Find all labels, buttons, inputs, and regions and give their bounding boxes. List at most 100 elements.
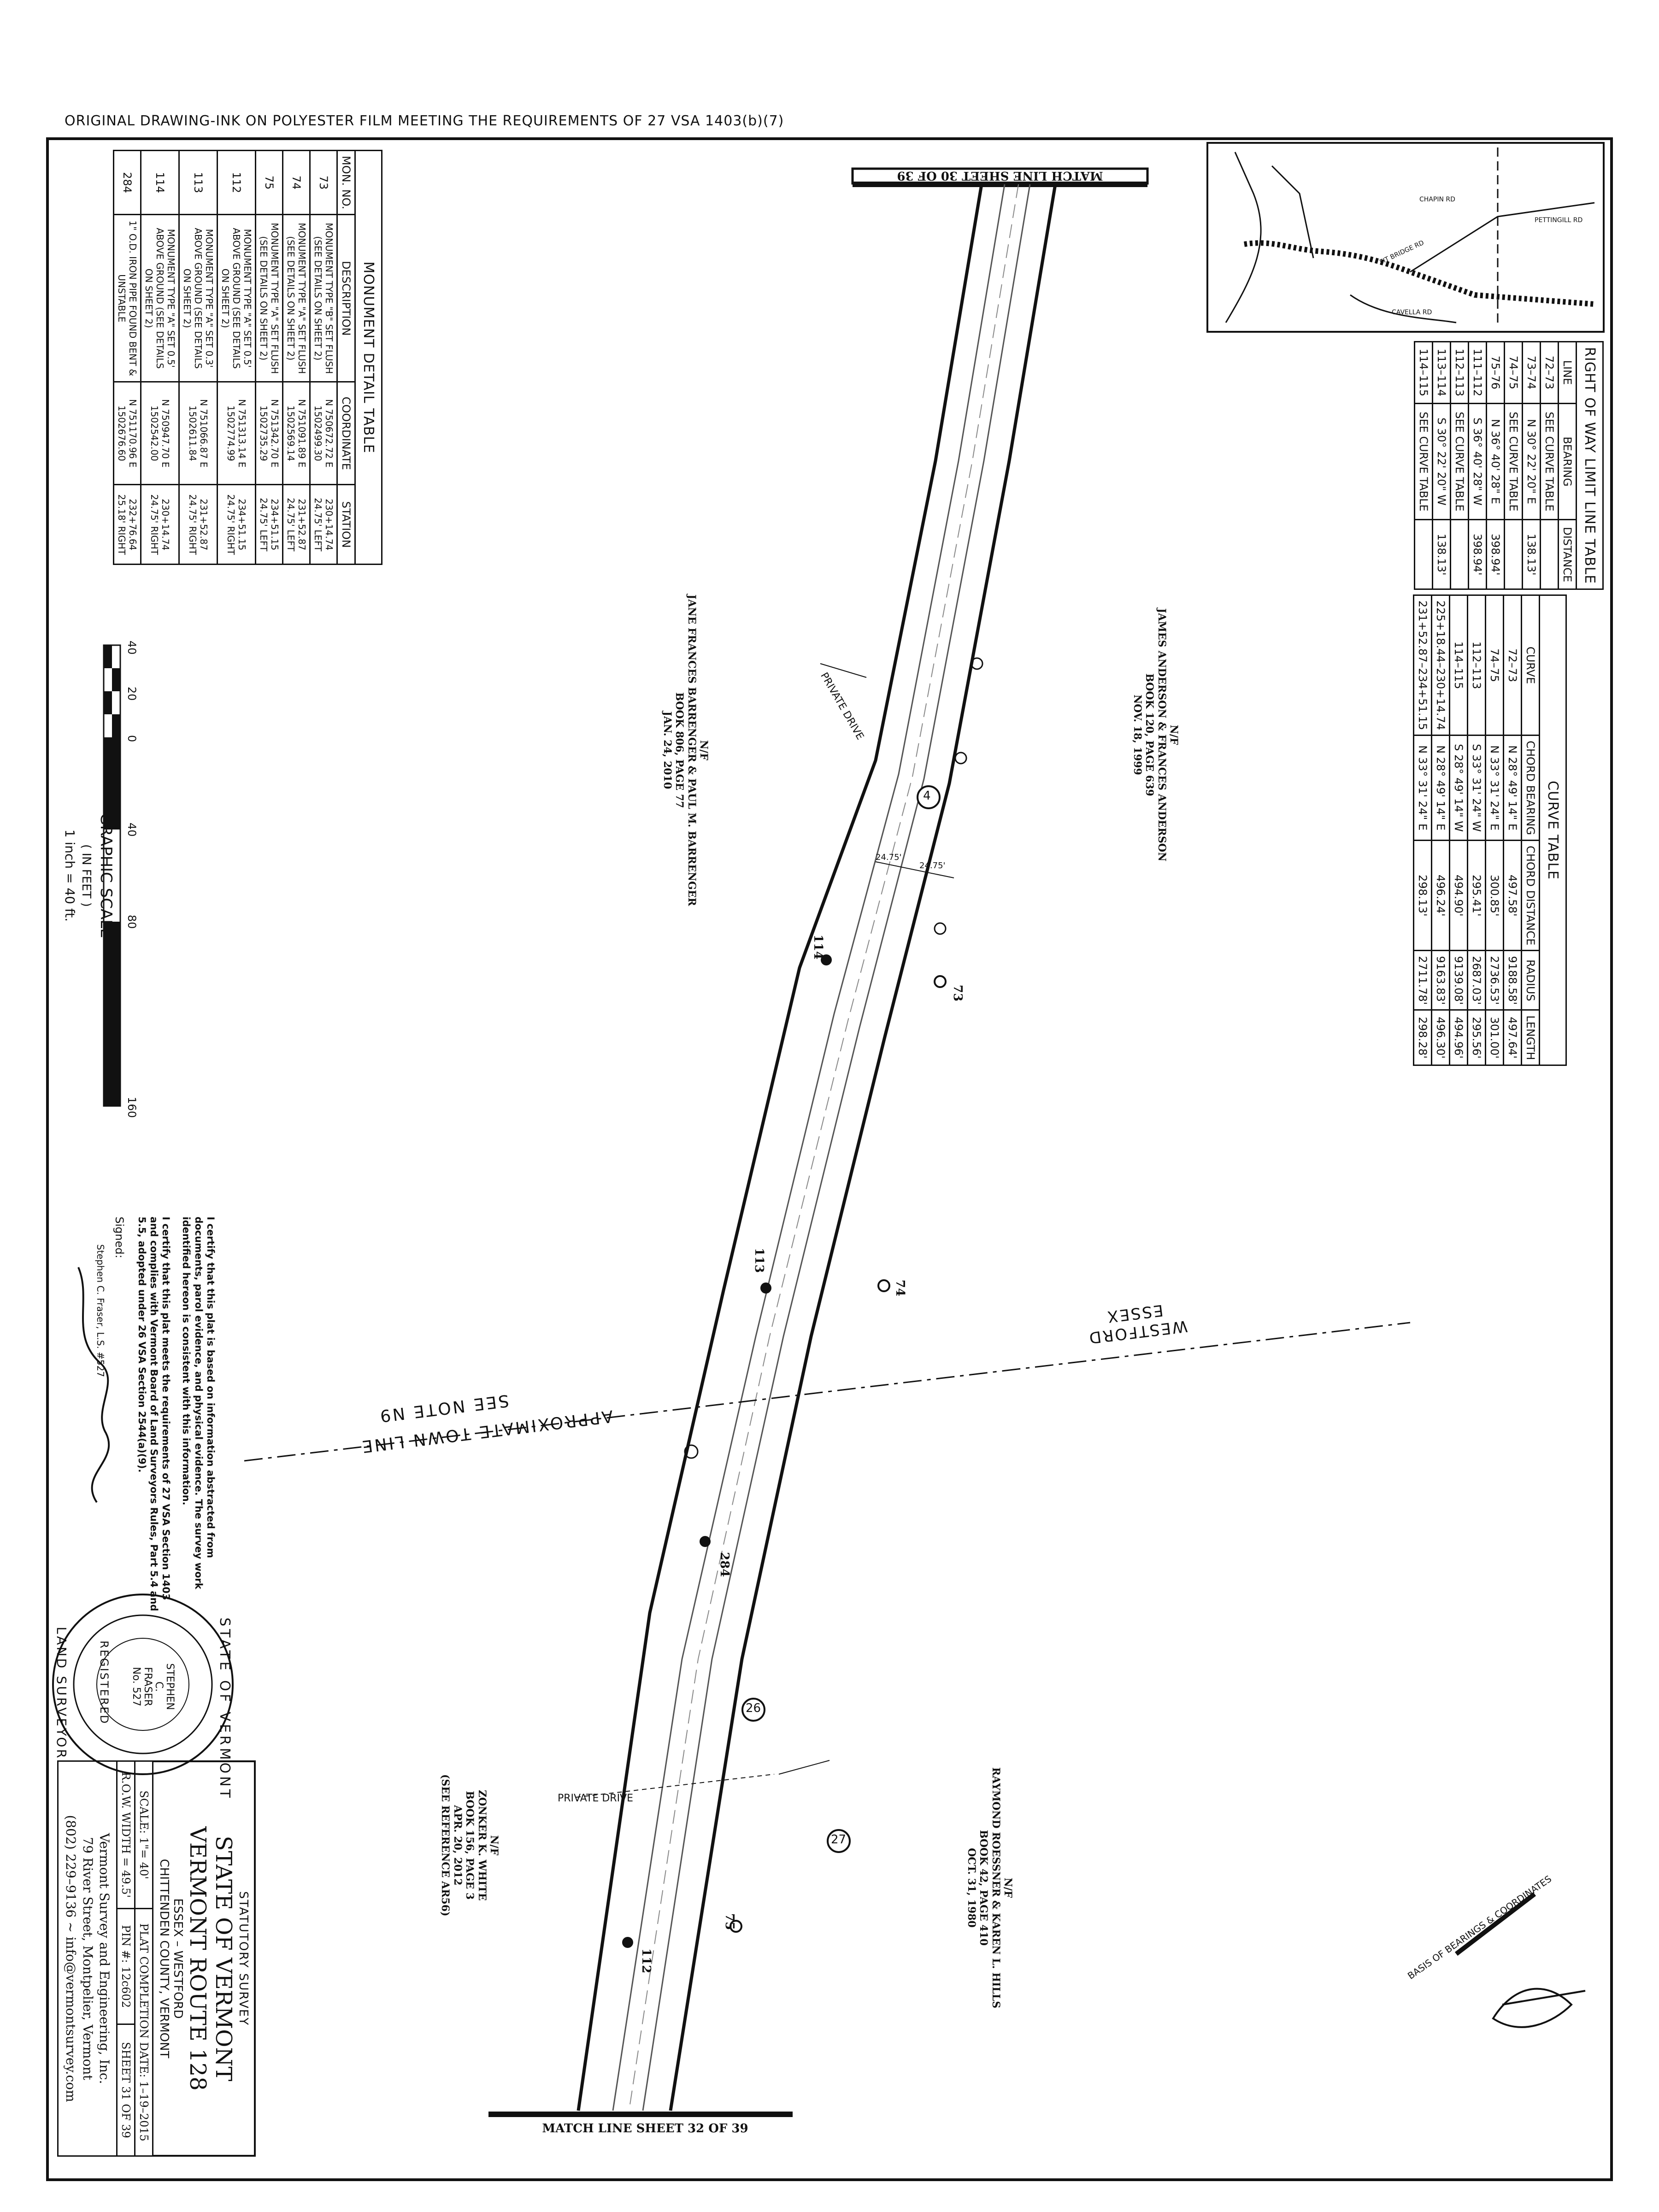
cell: 232+76.64 25.18' RIGHT [113,484,141,565]
centerline [629,184,1019,2111]
seal-ring-bottom: LAND SURVEYOR [54,1627,69,1760]
owner-line: JAMES ANDERSON & FRANCES ANDERSON [1155,608,1168,862]
cell: MONUMENT TYPE "B" SET FLUSH (SEE DETAILS… [310,214,337,382]
mon-header-no: MON. NO. [337,150,355,215]
county: CHITTENDEN COUNTY, VERMONT [157,1859,171,2059]
cell: 300.85' [1485,840,1504,951]
row-limit-table: RIGHT OF WAY LIMIT LINE TABLE LINE BEARI… [1414,341,1604,590]
owner-barrenger: N/F JANE FRANCES BARRENGER & PAUL M. BAR… [661,594,710,906]
cell: SEE CURVE TABLE [1504,403,1523,520]
cell: 497.58' [1503,840,1522,951]
graphic-scale-bar [103,644,121,1107]
cell: N 751066.87 E 1502611.84 [179,382,218,485]
owner-line: APR. 20, 2012 [451,1805,464,1886]
owner-line: N/F [1002,1877,1014,1898]
monument-114-marker [821,954,832,965]
private-drive-label-south: PRIVATE DRIVE [558,1793,634,1804]
seal-line: STEPHEN [164,1663,176,1710]
owner-line: N/F [1168,724,1180,745]
scale-tick: 80 [125,915,138,929]
cell: S 36° 40' 28" W [1468,403,1487,520]
circle-label-27: 27 [831,1833,847,1847]
curve-header-length: LENGTH [1521,1010,1540,1065]
scale-cell: SCALE: 1"= 40' [135,1761,153,1909]
cell: N 751342.70 E 1502735.29 [255,382,283,485]
monument-label-75: 75 [723,1913,737,1930]
cell: 231+52.87 24.75' RIGHT [179,484,218,565]
cell: 301.00' [1485,1010,1504,1065]
cell: SEE CURVE TABLE [1450,403,1469,520]
scale-tick: 0 [125,735,138,742]
cell: 230+14.74 24.75' LEFT [310,484,337,565]
locus-road-label: CHAPIN RD [1419,196,1455,203]
owner-line: N/F [488,1835,500,1856]
seal-center-text: STEPHEN C. FRASER No. 527 [130,1641,176,1733]
film-requirement-note: ORIGINAL DRAWING-INK ON POLYESTER FILM M… [65,113,784,129]
scale-tick: 20 [125,687,138,701]
cell: 298.28' [1413,1010,1432,1065]
cell: 138.13' [1432,519,1451,589]
cell: 1" O.D. IRON PIPE FOUND BENT & UNSTABLE [113,214,141,382]
cell: 494.96' [1449,1010,1468,1065]
circle-label-4: 4 [923,789,931,803]
route-title: VERMONT ROUTE 128 [185,1826,211,2091]
cell: 234+51.15 24.75' LEFT [255,484,283,565]
cell [1540,519,1559,589]
pavement-edge-1 [612,184,1006,2111]
monument-table-title: MONUMENT DETAIL TABLE [355,150,382,565]
width-label-right: 24.75' [919,861,946,871]
match-line-bottom-label: MATCH LINE SHEET 32 OF 39 [542,2122,748,2136]
cell: 114–115 [1414,341,1433,404]
owner-line: BOOK 120, PAGE 639 [1143,673,1156,796]
cell: 74–75 [1485,595,1504,735]
monument-detail-table: MONUMENT DETAIL TABLE MON. NO. DESCRIPTI… [113,150,382,565]
state-title: STATE OF VERMONT [211,1835,236,2082]
cell: 231+52.87 24.75' LEFT [282,484,310,565]
cell: 114–115 [1449,595,1468,735]
cell: 231+52.87–234+51.15 [1413,595,1432,735]
cell: 113–114 [1432,341,1451,404]
row-line-right [577,184,983,2111]
survey-type: STATUTORY SURVEY [236,1891,250,2026]
cell: 9139.08' [1449,950,1468,1010]
cell: 9188.58' [1503,950,1522,1010]
cell: 74 [282,150,310,215]
row-header-distance: DISTANCE [1558,519,1577,589]
owner-line: JAN. 24, 2010 [661,711,673,789]
owner-line: BOOK 156, PAGE 3 [464,1791,476,1900]
graphic-scale-unit: ( IN FEET ) [79,844,93,907]
cell: S 33° 31' 24" W [1467,735,1486,841]
seal-line: FRASER [141,1667,153,1706]
curve-header-curve: CURVE [1521,595,1540,735]
cell: SEE CURVE TABLE [1540,403,1559,520]
drawing-frame [46,137,1613,2181]
cell: 113 [179,150,218,215]
match-line-top-label: MATCH LINE SHEET 30 OF 39 [897,169,1103,182]
cell: 75 [255,150,283,215]
seal-line: No. 527 [130,1667,142,1706]
monument-74-marker [877,1279,890,1292]
town-line [244,1322,1411,1462]
cell: 138.13' [1522,519,1541,589]
graphic-scale-labels: 40 20 0 40 80 160 GRAPHIC SCALE ( IN FEE… [62,641,138,1118]
monument-label-73: 73 [951,984,965,1002]
north-arrow-basis-graphic [1454,1892,1586,2028]
cell: SEE CURVE TABLE [1414,403,1433,520]
monument-113-marker [760,1282,771,1294]
cell: 497.64' [1503,1010,1522,1065]
seal-line: C. [153,1681,165,1692]
cell: N 33° 31' 24" E [1485,735,1504,841]
monument-112-marker [622,1937,633,1948]
cell: 2687.03' [1467,950,1486,1010]
